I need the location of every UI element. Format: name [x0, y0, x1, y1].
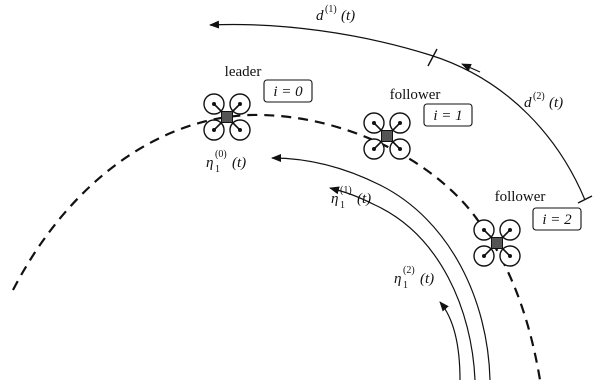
- d1-arg: (t): [341, 8, 355, 24]
- eta2-sup: (2): [403, 265, 415, 276]
- follower-1-quadrotor-icon: [363, 112, 411, 160]
- d2-base: d: [524, 95, 532, 111]
- follower-1-label: follower: [390, 87, 441, 103]
- d2-arg: (t): [549, 95, 563, 111]
- eta0-base: η: [206, 155, 213, 171]
- distance-arc: [209, 20, 586, 201]
- distance-arc-mid-tick: [427, 48, 438, 67]
- eta2-base: η: [394, 271, 401, 287]
- eta0-sub: 1: [215, 164, 220, 175]
- eta1-arg: (t): [357, 191, 371, 207]
- d1-base: d: [316, 8, 324, 24]
- eta2-label: η (2) 1 (t): [394, 265, 434, 291]
- arc-length-eta2: [439, 301, 461, 381]
- eta1-label: η (1) 1 (t): [331, 185, 371, 211]
- eta2-arg: (t): [420, 271, 434, 287]
- leader-index-text: i = 0: [273, 84, 303, 100]
- follower-2-index-box: [532, 207, 582, 231]
- eta1-base: η: [331, 191, 338, 207]
- dashed-path: [12, 113, 542, 381]
- follower-2-quadrotor-icon: [473, 219, 521, 267]
- distance-d1-label: d (1) (t): [316, 4, 355, 24]
- eta0-sup: (0): [215, 149, 227, 160]
- eta0-label: η (0) 1 (t): [206, 149, 246, 175]
- leader-index-box: [263, 79, 313, 103]
- eta0-arg: (t): [232, 155, 246, 171]
- arc-length-eta1: [329, 186, 476, 381]
- eta1-sub: 1: [340, 200, 345, 211]
- eta1-sup: (1): [340, 185, 352, 196]
- distance-arc-mid-arrow: [461, 63, 481, 73]
- d2-sup: (2): [533, 91, 545, 102]
- leader-label: leader: [225, 64, 262, 80]
- follower-2-label: follower: [495, 189, 546, 205]
- follower-1-index-box: [423, 103, 473, 127]
- d1-sup: (1): [325, 4, 337, 15]
- eta2-sub: 1: [403, 280, 408, 291]
- distance-d2-label: d (2) (t): [524, 91, 563, 111]
- arc-length-eta0: [271, 154, 491, 381]
- follower-1-index-text: i = 1: [433, 108, 462, 124]
- leader-quadrotor-icon: [203, 93, 251, 141]
- follower-2-index-text: i = 2: [542, 212, 572, 228]
- distance-arc-start-tick: [577, 195, 593, 204]
